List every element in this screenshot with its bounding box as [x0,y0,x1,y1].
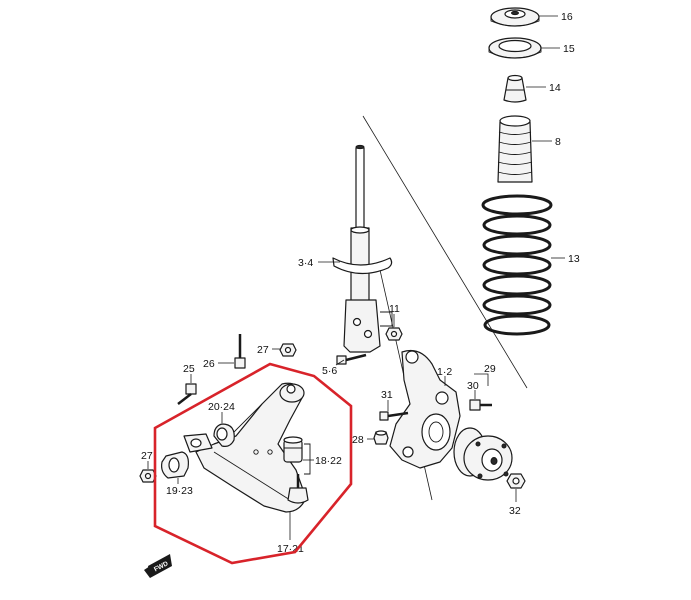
callout-20-24: 20·24 [208,401,235,413]
leader-5-6 [335,359,345,366]
callout-32: 32 [509,505,521,517]
leader-29 [474,373,489,386]
callout-31: 31 [381,389,393,401]
part-bolt-31 [379,411,409,421]
fwd-arrow-icon: FWD [144,554,172,578]
callout-28: 28 [352,434,364,446]
callout-25: 25 [183,363,195,375]
part-nut-27-left [139,469,157,483]
callout-27-left: 27 [141,450,153,462]
part-rear-bushing [161,451,189,479]
part-ball-joint-lower [287,474,309,504]
callout-29: 29 [484,363,496,375]
part-bolt-26 [234,334,246,369]
callout-8: 8 [555,136,561,148]
part-dust-boot [497,115,533,183]
part-coil-spring [481,194,553,336]
callout-19-23: 19·23 [166,485,193,497]
part-wheel-hub [453,427,513,481]
callout-11: 11 [389,303,400,315]
part-bushing-bracket [183,433,213,453]
part-steering-knuckle [389,349,461,469]
callout-30: 30 [467,380,479,392]
guide-line-strut [362,115,528,389]
callout-5-6: 5·6 [322,365,337,377]
highlight-lower-arm-frame [153,362,353,565]
part-front-bushing [213,423,235,447]
callout-1-2: 1·2 [437,366,452,378]
callout-15: 15 [563,43,575,55]
part-nut-28 [373,430,389,445]
callout-18-22: 18·22 [315,455,342,467]
part-bearing [488,37,542,59]
callout-16: 16 [561,11,573,23]
callout-27-top: 27 [257,344,269,356]
part-bolt-5-6 [336,353,367,365]
part-strut [332,144,393,353]
bracket-18-22 [304,443,311,475]
part-bolt-25 [177,383,197,405]
part-bump-stop [503,74,527,103]
part-hub-bolt-30 [469,399,492,411]
callout-3-4: 3·4 [298,257,313,269]
callout-26: 26 [203,358,215,370]
part-ball-joint-upper [283,436,303,463]
part-nut-11 [385,327,403,341]
part-hub-nut-32 [506,473,526,489]
callout-17-21: 17·21 [277,543,304,555]
part-nut-27-top [279,343,297,357]
callout-13: 13 [568,253,580,265]
callout-14: 14 [549,82,561,94]
part-upper-mount [490,7,540,27]
